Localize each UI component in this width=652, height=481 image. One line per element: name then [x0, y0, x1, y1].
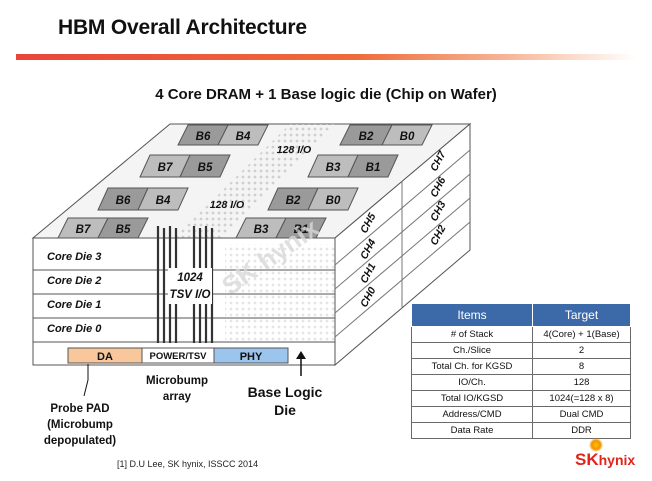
probe-pad-label: depopulated): [44, 435, 116, 447]
bank-label: B6: [116, 195, 131, 207]
table-cell: Address/CMD: [411, 406, 533, 423]
core-die-label: Core Die 2: [47, 275, 101, 287]
bank-label: B4: [236, 131, 251, 143]
diagram-subtitle: 4 Core DRAM + 1 Base logic die (Chip on …: [155, 86, 497, 103]
power-tsv-label: POWER/TSV: [149, 351, 207, 362]
table-cell: # of Stack: [411, 326, 533, 343]
core-die-label: Core Die 1: [47, 299, 101, 311]
bank-label: B1: [366, 162, 381, 174]
bank-boxes: [57, 124, 433, 239]
table-cell: Total Ch. for KGSD: [411, 358, 533, 375]
logo-name: hynix: [598, 452, 636, 468]
table-cell: 8: [532, 358, 631, 375]
bank-label: B5: [198, 162, 213, 174]
probe-pad-label: Probe PAD: [50, 403, 109, 415]
table-header-items: Items: [411, 303, 533, 327]
table-cell: 2: [532, 342, 631, 359]
table-row: IO/Ch.128: [411, 374, 631, 391]
title-underline: [16, 54, 636, 60]
bank-label: B7: [76, 224, 91, 236]
bank-label: B4: [156, 195, 171, 207]
table-cell: 4(Core) + 1(Base): [532, 326, 631, 343]
logo-flare-icon: [589, 438, 603, 452]
table-cell: DDR: [532, 422, 631, 439]
bank-label: B3: [254, 224, 269, 236]
logo-brand: SK: [575, 450, 599, 469]
table-cell: Total IO/KGSD: [411, 390, 533, 407]
table-cell: Ch./Slice: [411, 342, 533, 359]
microbump-label: Microbump: [146, 375, 208, 387]
reference-citation: [1] D.U Lee, SK hynix, ISSCC 2014: [117, 459, 259, 469]
phy-block: [213, 347, 289, 364]
table-cell: Data Rate: [411, 422, 533, 439]
table-cell: 1024(=128 x 8): [532, 390, 631, 407]
table-cell: IO/Ch.: [411, 374, 533, 391]
bank-label: B2: [286, 195, 301, 207]
phy-label: PHY: [240, 351, 263, 363]
page-title: HBM Overall Architecture: [58, 16, 307, 39]
bank-label: B6: [196, 131, 211, 143]
table-cell: 128: [532, 374, 631, 391]
da-label: DA: [97, 351, 113, 363]
microbump-label: array: [163, 391, 192, 403]
table-header-target: Target: [532, 303, 631, 327]
io-label-front: 128 I/O: [210, 199, 244, 211]
bank-label: B0: [400, 131, 415, 143]
bank-label: B3: [326, 162, 341, 174]
bank-label: B5: [116, 224, 131, 236]
probe-pad-pointer: [83, 364, 89, 397]
base-logic-label: Base Logic: [248, 384, 323, 400]
bank-label: B0: [326, 195, 341, 207]
tsv-io-label: TSV I/O: [170, 289, 211, 301]
core-die-label: Core Die 0: [47, 323, 102, 335]
probe-pad-label: (Microbump: [47, 419, 113, 431]
tsv-count-label: 1024: [177, 272, 203, 284]
sk-hynix-logo: SKhynix: [575, 438, 636, 470]
dotted-strip: [174, 124, 336, 238]
table-cell: Dual CMD: [532, 406, 631, 423]
io-label-back: 128 I/O: [277, 144, 311, 156]
core-die-label: Core Die 3: [47, 251, 101, 263]
base-logic-label: Die: [274, 402, 296, 418]
bank-label: B2: [359, 131, 374, 143]
table-header-row: Items Target: [411, 303, 631, 327]
bank-label: B1: [294, 224, 309, 236]
bank-label: B7: [158, 162, 173, 174]
